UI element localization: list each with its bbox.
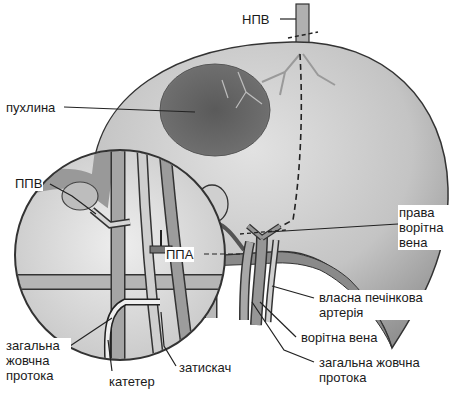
duct-label: загальна жовчна протока xyxy=(318,355,450,385)
vessel-label: ППВ xyxy=(14,176,43,191)
vessel-label: власна печінкова артерія xyxy=(318,290,450,320)
vessel-label: НПВ xyxy=(241,12,270,27)
inset-view xyxy=(10,150,230,370)
tumor-label: пухлина xyxy=(5,100,56,115)
vessel-label: ППА xyxy=(165,247,194,262)
vessel-label: права ворітна вена xyxy=(398,205,456,250)
tumor xyxy=(160,64,270,156)
resection-line xyxy=(255,54,301,240)
vessel-label: ворітна вена xyxy=(300,330,378,345)
instrument-label: затискач xyxy=(178,360,232,375)
instrument-label: катетер xyxy=(108,374,156,389)
duct-label: загальна жовчна протока xyxy=(5,338,71,383)
